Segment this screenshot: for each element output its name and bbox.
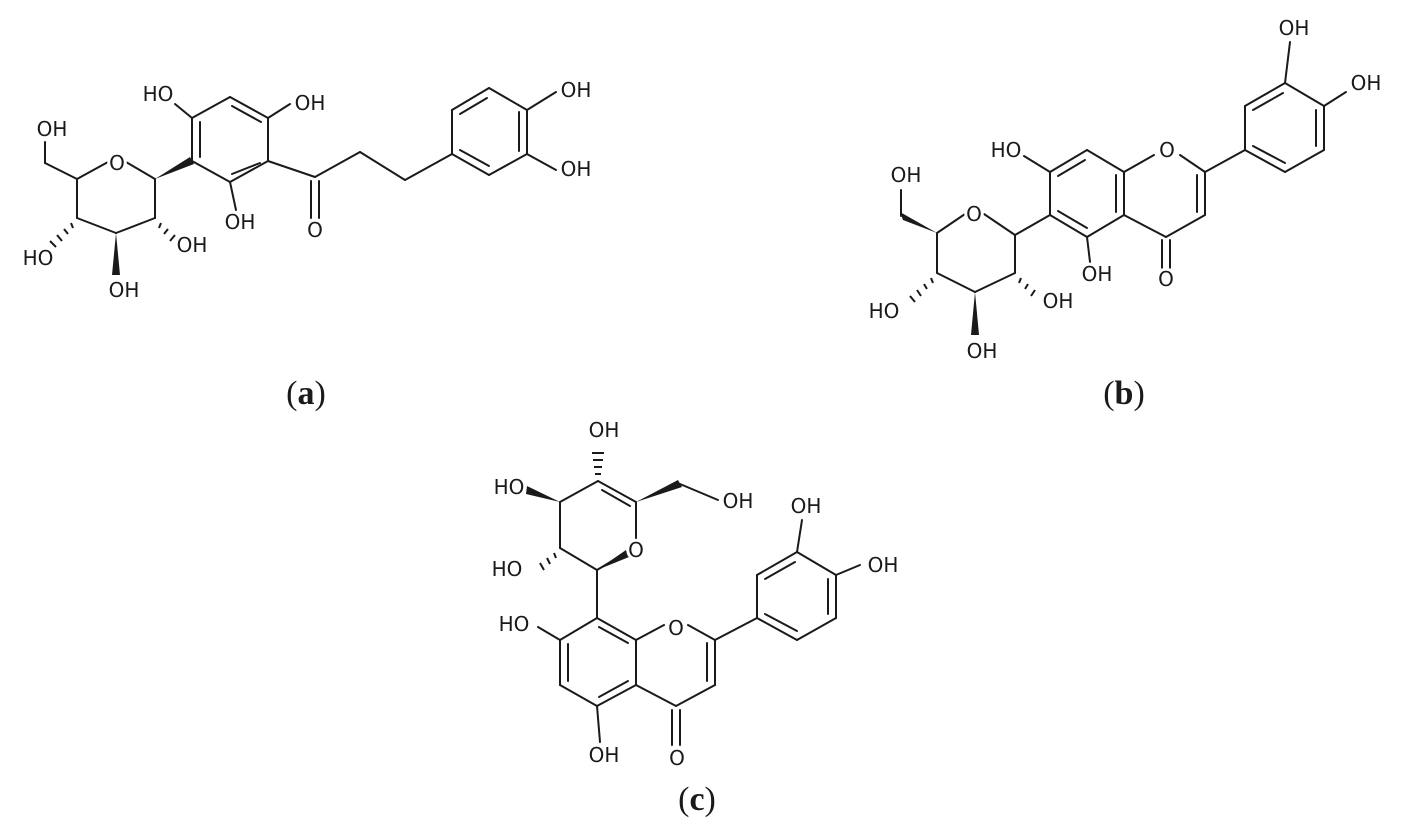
atom-label-c-1: HO <box>494 475 525 499</box>
atom-label-b-3: O <box>1159 138 1175 162</box>
structure-c <box>526 452 861 746</box>
caption-a: (a) <box>286 375 326 412</box>
structure-a <box>44 87 557 275</box>
atom-label-b-4: OH <box>891 163 922 187</box>
atom-label-a-2: HO <box>143 82 174 106</box>
atom-label-b-7: O <box>1158 267 1174 291</box>
atom-label-b-5: O <box>966 202 982 226</box>
atom-label-a-4: OH <box>225 210 256 234</box>
atom-label-a-6: OH <box>561 78 592 102</box>
atom-label-b-0: OH <box>1279 16 1310 40</box>
atom-label-c-4: O <box>628 538 644 562</box>
atom-label-b-6: OH <box>1082 262 1113 286</box>
atom-label-b-8: OH <box>1043 289 1074 313</box>
atom-label-b-2: HO <box>991 138 1022 162</box>
atom-label-a-0: OH <box>37 117 68 141</box>
atom-label-c-7: HO <box>499 612 530 636</box>
atom-label-a-3: OH <box>295 91 326 115</box>
caption-c: (c) <box>678 781 716 818</box>
atom-label-c-10: OH <box>589 743 620 767</box>
atom-label-c-5: HO <box>492 557 523 581</box>
atom-label-c-3: OH <box>791 494 822 518</box>
atom-label-c-8: O <box>668 616 684 640</box>
atom-label-a-9: HO <box>23 246 54 270</box>
atom-label-b-1: OH <box>1351 71 1382 95</box>
atom-label-c-9: O <box>669 746 685 770</box>
caption-b: (b) <box>1103 375 1145 412</box>
atom-label-c-6: OH <box>868 553 899 577</box>
atom-label-a-7: OH <box>561 157 592 181</box>
atom-label-c-2: OH <box>723 489 754 513</box>
atom-label-a-5: O <box>307 218 323 242</box>
structure-b <box>900 41 1347 335</box>
atom-label-a-1: O <box>109 151 125 175</box>
atom-label-a-8: OH <box>177 233 208 257</box>
atom-label-c-0: OH <box>589 418 620 442</box>
atom-label-b-9: HO <box>869 299 900 323</box>
atom-label-a-10: OH <box>109 278 140 302</box>
atom-label-b-10: OH <box>967 339 998 363</box>
